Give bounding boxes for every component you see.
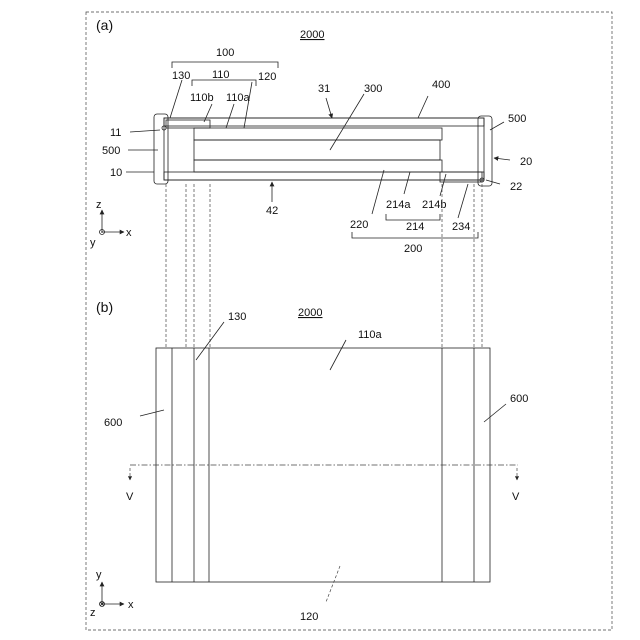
ref-400: 400	[432, 79, 450, 91]
ref-42: 42	[266, 205, 278, 217]
ref-600-right: 600	[510, 393, 528, 405]
bottom-plate-42	[164, 172, 484, 180]
ref-22: 22	[510, 181, 522, 193]
axis-b-z: z	[90, 607, 96, 619]
brace-214	[386, 214, 440, 220]
panel-b-label: (b)	[96, 299, 113, 315]
ref-600-left: 600	[104, 417, 122, 429]
plan-view	[130, 348, 518, 582]
axis-a-x: x	[126, 227, 132, 239]
ref-20: 20	[520, 156, 532, 168]
ref-220: 220	[350, 219, 368, 231]
ref-120-b: 120	[300, 611, 318, 623]
brace-100	[172, 62, 278, 68]
cell-cross-section	[154, 114, 492, 186]
axes-b: y z x	[90, 569, 134, 619]
collector-234	[440, 172, 482, 182]
figure-number-b: 2000	[298, 307, 322, 319]
ref-110: 110	[212, 69, 230, 81]
ref-300: 300	[364, 83, 382, 95]
ref-130-b: 130	[228, 311, 246, 323]
end-electrode-20	[478, 116, 492, 186]
top-plate-31	[164, 118, 484, 126]
ref-500-right: 500	[508, 113, 526, 125]
ref-214: 214	[406, 221, 424, 233]
outer-frame	[86, 12, 612, 630]
axis-b-y: y	[96, 569, 102, 581]
axes-a: z y x	[90, 199, 132, 249]
ref-120-a: 120	[258, 71, 276, 83]
ref-11: 11	[110, 127, 121, 139]
ref-110a-a: 110a	[226, 92, 251, 104]
ref-10: 10	[110, 167, 122, 179]
exterior-body	[164, 118, 484, 180]
ref-234: 234	[452, 221, 470, 233]
ref-214a: 214a	[386, 199, 411, 211]
ref-200: 200	[404, 243, 422, 255]
axis-a-z: z	[96, 199, 102, 211]
axis-b-x: x	[128, 599, 134, 611]
panel-a-label: (a)	[96, 17, 113, 33]
ref-31: 31	[318, 83, 330, 95]
figure-number-a: 2000	[300, 29, 324, 41]
ref-500-left: 500	[102, 145, 120, 157]
leaders-a	[126, 80, 510, 218]
electrode-214a	[194, 160, 442, 172]
electrode-110a	[194, 128, 442, 140]
ref-214b: 214b	[422, 199, 446, 211]
section-markers: V V	[126, 468, 520, 503]
ref-110b: 110b	[190, 92, 214, 104]
ref-110a-b: 110a	[358, 329, 383, 341]
section-v-right: V	[512, 491, 520, 503]
section-v-left: V	[126, 491, 134, 503]
ref-130-a: 130	[172, 70, 190, 82]
collector-130	[166, 120, 210, 128]
solid-electrolyte-300	[194, 140, 440, 160]
ref-100: 100	[216, 47, 234, 59]
leaders-b	[140, 322, 506, 602]
axis-a-y: y	[90, 237, 96, 249]
